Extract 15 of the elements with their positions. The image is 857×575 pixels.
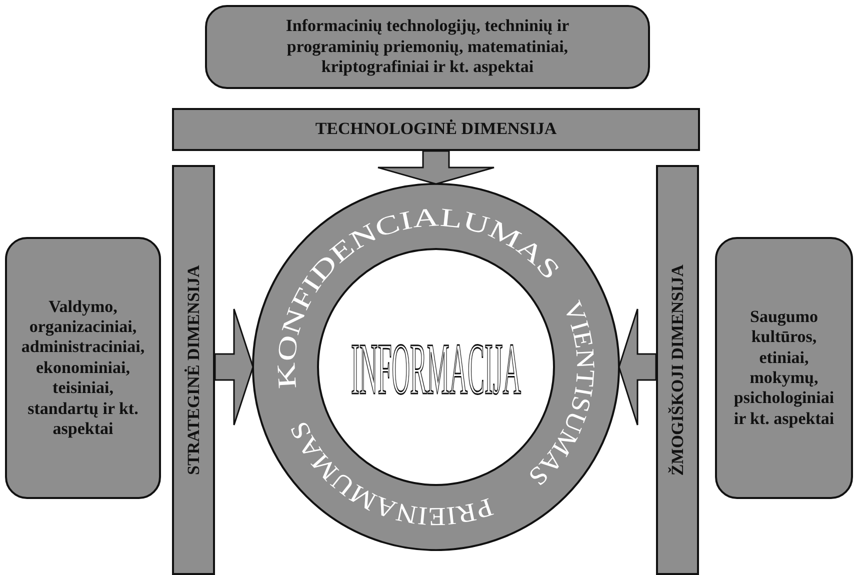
- dimension-bar: [172, 108, 700, 151]
- aspect-box: [5, 237, 161, 499]
- aspect-box: [205, 5, 650, 89]
- dimension-label: STRATEGINĖ DIMENSIJA: [183, 265, 204, 475]
- dimension-bar: [172, 165, 215, 575]
- dimension-label: TECHNOLOGINĖ DIMENSIJA: [315, 119, 557, 140]
- block-arrow: [618, 308, 657, 426]
- block-arrow: [214, 308, 254, 426]
- aspect-box: [715, 237, 853, 499]
- dimension-bar: [656, 165, 699, 575]
- aspect-text: Informacinių technologijų, techninių ir programinių priemonių, matematiniai, kriptografiniai ir kt. aspektai: [284, 16, 570, 78]
- aspect-text: Saugumo kultūros, etiniai, mokymų, psichologiniai ir kt. aspektai: [732, 306, 836, 430]
- block-arrow: [377, 150, 495, 185]
- dimension-label: ŽMOGIŠKOJI DIMENSIJA: [667, 264, 688, 476]
- aspect-text: Valdymo, organizaciniai, administraciniai, ekonominiai, teisiniai, standartų ir kt. aspektai: [21, 296, 145, 440]
